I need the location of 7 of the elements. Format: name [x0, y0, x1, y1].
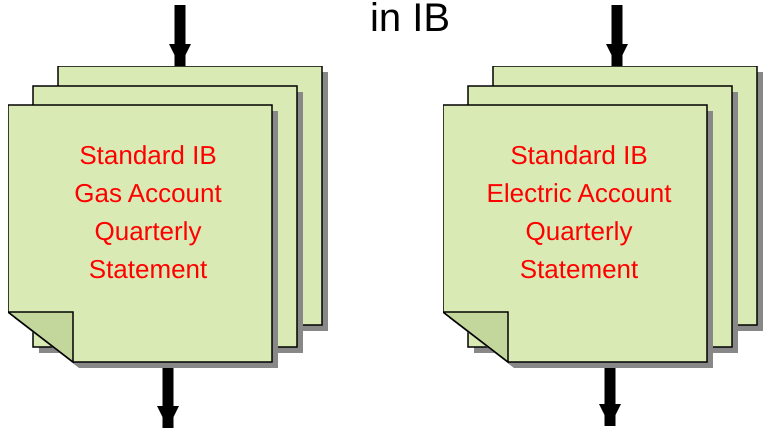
arrow	[169, 5, 191, 66]
arrow	[606, 5, 628, 66]
arrow	[157, 368, 179, 428]
arrow	[599, 368, 621, 426]
diagram-title: in IB	[368, 0, 452, 40]
document-title: Standard IB Electric Account Quarterly Statement	[486, 139, 672, 286]
document-title: Standard IB Gas Account Quarterly Statement	[73, 139, 223, 286]
